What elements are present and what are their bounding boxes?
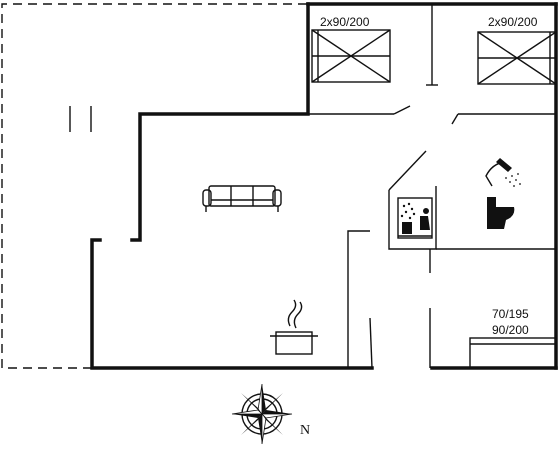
toilet-icon [487,197,515,229]
stove-pot-icon [270,299,318,355]
bed-icon [311,29,391,83]
bed-icon [469,337,557,369]
north-label: N [300,423,310,438]
shower-icon [485,158,521,187]
bed-label-small-2: 90/200 [492,323,529,337]
compass-rose-icon [231,383,293,445]
interior-walls [306,2,558,369]
bed-label-small-1: 70/195 [492,307,529,321]
terrace-outline [1,3,307,369]
bed-icon [477,31,557,85]
bed-label-right: 2x90/200 [488,15,538,29]
bed-label-left: 2x90/200 [320,15,370,29]
sofa-icon [202,185,282,212]
sauna-icon [397,197,433,239]
